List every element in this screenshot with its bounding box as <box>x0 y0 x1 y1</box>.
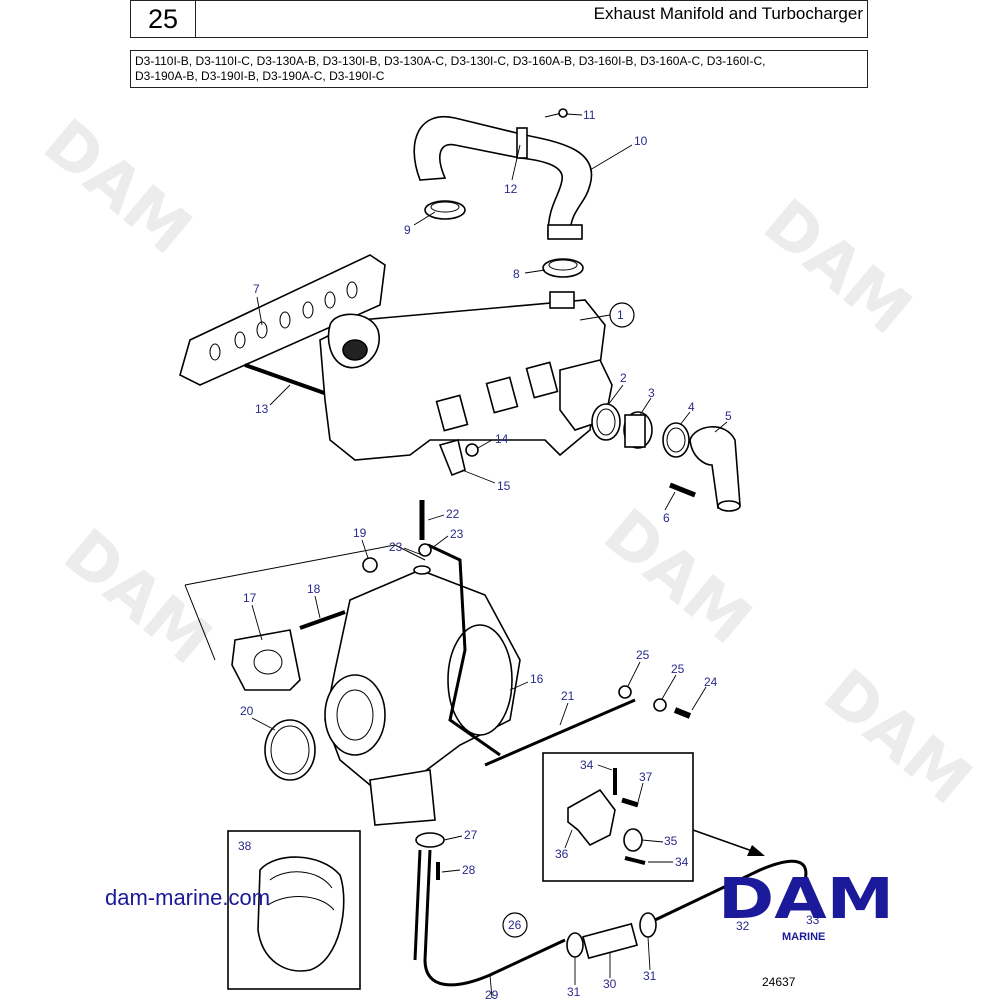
banjo-bolt-part-24 <box>618 685 692 719</box>
leader-lines <box>251 113 728 999</box>
pipe-part-21 <box>484 698 636 767</box>
callout-13: 13 <box>255 402 269 416</box>
callout-34-lower: 34 <box>675 855 689 869</box>
callout-10: 10 <box>634 134 648 148</box>
callout-14: 14 <box>495 432 509 446</box>
callout-18: 18 <box>307 582 321 596</box>
inset-arrow <box>692 829 765 856</box>
watermark-text: DAM <box>750 186 925 350</box>
hose-part-10 <box>413 115 593 240</box>
gasket-part-7 <box>179 254 386 386</box>
watermark-text: DAM <box>810 656 985 820</box>
gasket-part-27 <box>415 832 445 848</box>
website-link[interactable]: dam-marine.com <box>105 885 271 910</box>
pipe-part-32 <box>654 859 808 922</box>
drain-pipe-part-29 <box>423 849 566 987</box>
callout-25-right: 25 <box>671 662 685 676</box>
elbow-part-5 <box>689 426 741 512</box>
callout-26: 26 <box>508 918 522 932</box>
callout-32: 32 <box>736 919 750 933</box>
callout-2: 2 <box>620 371 627 385</box>
logo-text: DAM <box>718 867 894 932</box>
callout-22: 22 <box>446 507 460 521</box>
callout-19: 19 <box>353 526 367 540</box>
header-box: 25 Exhaust Manifold and Turbocharger <box>130 0 868 38</box>
watermark-text: DAM <box>590 496 765 660</box>
callout-6: 6 <box>663 511 670 525</box>
detail-inset-bracket <box>542 752 694 882</box>
frame-line <box>184 544 426 661</box>
callout-36: 36 <box>555 847 569 861</box>
clamp-part-8 <box>542 258 584 278</box>
callout-29: 29 <box>485 988 499 1000</box>
oil-feed-pipe <box>413 500 501 757</box>
seal-part-3 <box>623 411 653 449</box>
bracket-part-15 <box>438 439 466 477</box>
callout-24: 24 <box>704 675 718 689</box>
callout-9: 9 <box>404 223 411 237</box>
callout-7: 7 <box>253 282 260 296</box>
callout-37: 37 <box>639 770 653 784</box>
callout-27: 27 <box>464 828 478 842</box>
dam-marine-logo: DAM MARINE <box>718 867 894 943</box>
hose-part-30 <box>582 922 638 960</box>
callout-1: 1 <box>617 308 624 322</box>
callout-23-lower: 23 <box>389 540 403 554</box>
nut-part-14 <box>465 443 479 457</box>
callout-38: 38 <box>238 839 252 853</box>
callout-30: 30 <box>603 977 617 991</box>
bolt-part-11 <box>544 108 568 118</box>
detail-inset-heat-shield <box>227 830 361 990</box>
callout-31-left: 31 <box>567 985 581 999</box>
callout-20: 20 <box>240 704 254 718</box>
nut-part-19 <box>362 557 378 573</box>
logo-subtext: MARINE <box>782 931 825 943</box>
models-line-1: D3-110I-B, D3-110I-C, D3-130A-B, D3-130I… <box>135 54 766 68</box>
callout-23-upper: 23 <box>450 527 464 541</box>
callout-8: 8 <box>513 267 520 281</box>
callout-15: 15 <box>497 479 511 493</box>
gasket-part-17 <box>231 629 301 691</box>
callout-31-right: 31 <box>643 969 657 983</box>
callout-16: 16 <box>530 672 544 686</box>
clamp-part-20 <box>264 719 316 781</box>
callout-labels: 1 2 3 4 5 6 7 8 9 10 11 12 13 14 15 16 1… <box>238 108 820 1000</box>
models-line-2: D3-190A-B, D3-190I-B, D3-190A-C, D3-190I… <box>135 69 385 83</box>
callout-12: 12 <box>504 182 518 196</box>
watermark-text: DAM <box>30 106 205 270</box>
models-box: D3-110I-B, D3-110I-C, D3-130A-B, D3-130I… <box>130 50 868 88</box>
clamp-part-9 <box>424 200 466 220</box>
watermark-text: DAM <box>50 516 225 680</box>
callout-3: 3 <box>648 386 655 400</box>
callout-25-left: 25 <box>636 648 650 662</box>
callout-28: 28 <box>462 863 476 877</box>
callout-4: 4 <box>688 400 695 414</box>
callout-33: 33 <box>806 913 820 927</box>
drawing-number: 24637 <box>762 975 796 989</box>
bolt-part-6 <box>669 482 696 498</box>
page-title: Exhaust Manifold and Turbocharger <box>593 4 863 23</box>
callout-circle-26 <box>502 912 528 938</box>
exhaust-manifold-part-1 <box>319 291 613 461</box>
ring-part-4 <box>662 422 690 458</box>
stud-part-18 <box>299 610 346 630</box>
turbocharger-part-16 <box>324 569 521 826</box>
callout-35: 35 <box>664 834 678 848</box>
callout-34-upper: 34 <box>580 758 594 772</box>
ring-part-2 <box>591 403 621 441</box>
clamp-part-31 <box>566 912 657 958</box>
callout-17: 17 <box>243 591 257 605</box>
section-number: 25 <box>131 1 196 37</box>
callout-11: 11 <box>583 108 596 122</box>
callout-21: 21 <box>561 689 575 703</box>
callout-5: 5 <box>725 409 732 423</box>
stud-part-13 <box>244 363 331 397</box>
